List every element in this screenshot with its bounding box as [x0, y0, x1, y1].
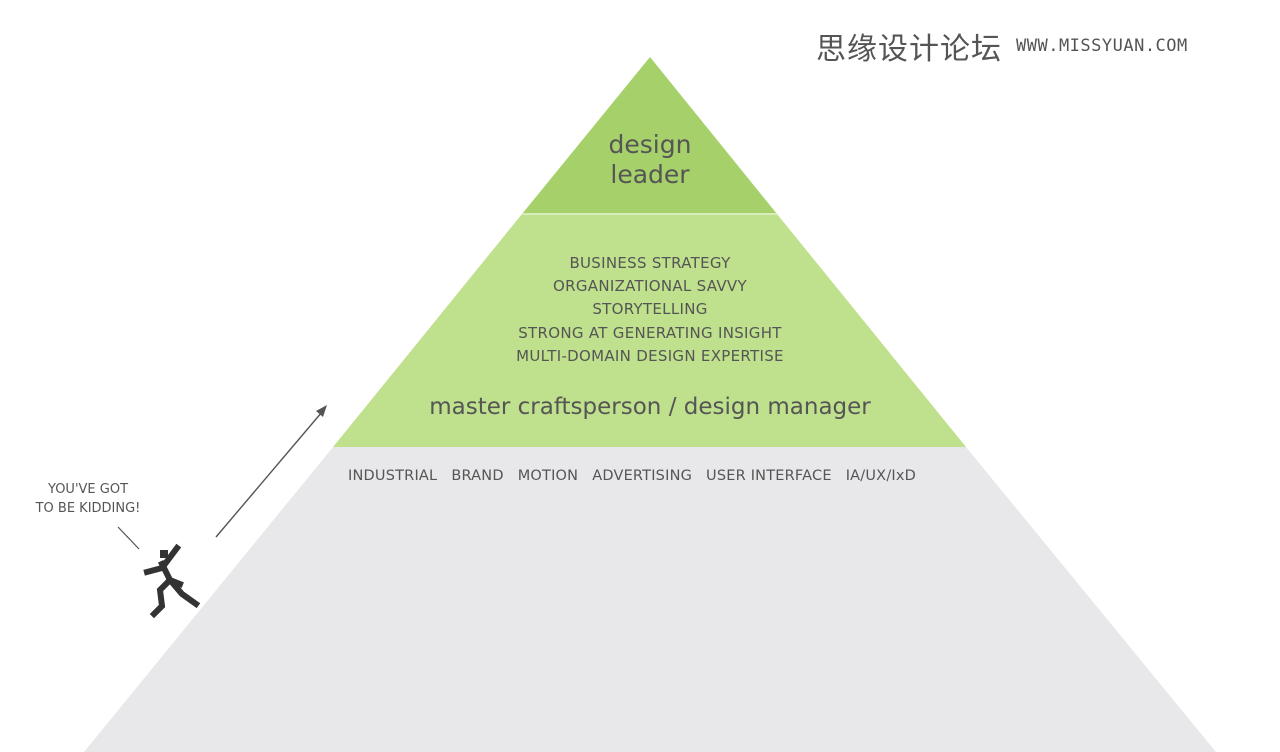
climb-arrow-line	[215, 411, 323, 538]
discipline-item: MOTION	[517, 468, 579, 484]
top-tier-label-line2: leader	[610, 160, 690, 189]
watermark-site-name: 思缘设计论坛	[816, 32, 1002, 67]
top-tier-label-line1: design	[608, 130, 692, 159]
discipline-item: ADVERTISING	[592, 468, 693, 484]
callout-text: YOU'VE GOT TO BE KIDDING!	[28, 480, 148, 518]
callout-line2: TO BE KIDDING!	[35, 501, 141, 516]
discipline-item: IA/UX/IxD	[845, 468, 917, 484]
skill-item: STORYTELLING	[592, 300, 708, 319]
pyramid-middle-tier	[333, 214, 966, 447]
middle-tier-title: master craftsperson / design manager	[429, 394, 871, 420]
skill-item: STRONG AT GENERATING INSIGHT	[518, 323, 782, 342]
base-tier-disciplines: INDUSTRIAL BRAND MOTION ADVERTISING USER…	[348, 468, 916, 488]
callout-line1: YOU'VE GOT	[47, 482, 129, 497]
pyramid-base-tier	[84, 447, 1216, 752]
discipline-item: INDUSTRIAL	[348, 468, 438, 484]
discipline-item: BRAND	[451, 468, 504, 484]
climbing-person-icon	[143, 543, 201, 619]
watermark: 思缘设计论坛 WWW.MISSYUAN.COM	[816, 26, 1188, 67]
discipline-item: USER INTERFACE	[706, 468, 832, 484]
skill-item: ORGANIZATIONAL SAVVY	[553, 277, 747, 296]
middle-tier-skills: BUSINESS STRATEGY ORGANIZATIONAL SAVVY S…	[430, 252, 870, 368]
pyramid-top-tier	[522, 57, 777, 214]
arrow-head-icon	[316, 405, 327, 417]
top-tier-label: design leader	[550, 130, 750, 190]
watermark-url: WWW.MISSYUAN.COM	[1016, 36, 1188, 56]
skill-item: MULTI-DOMAIN DESIGN EXPERTISE	[516, 346, 784, 365]
callout-pointer-line	[117, 526, 140, 550]
skill-item: BUSINESS STRATEGY	[569, 254, 731, 272]
